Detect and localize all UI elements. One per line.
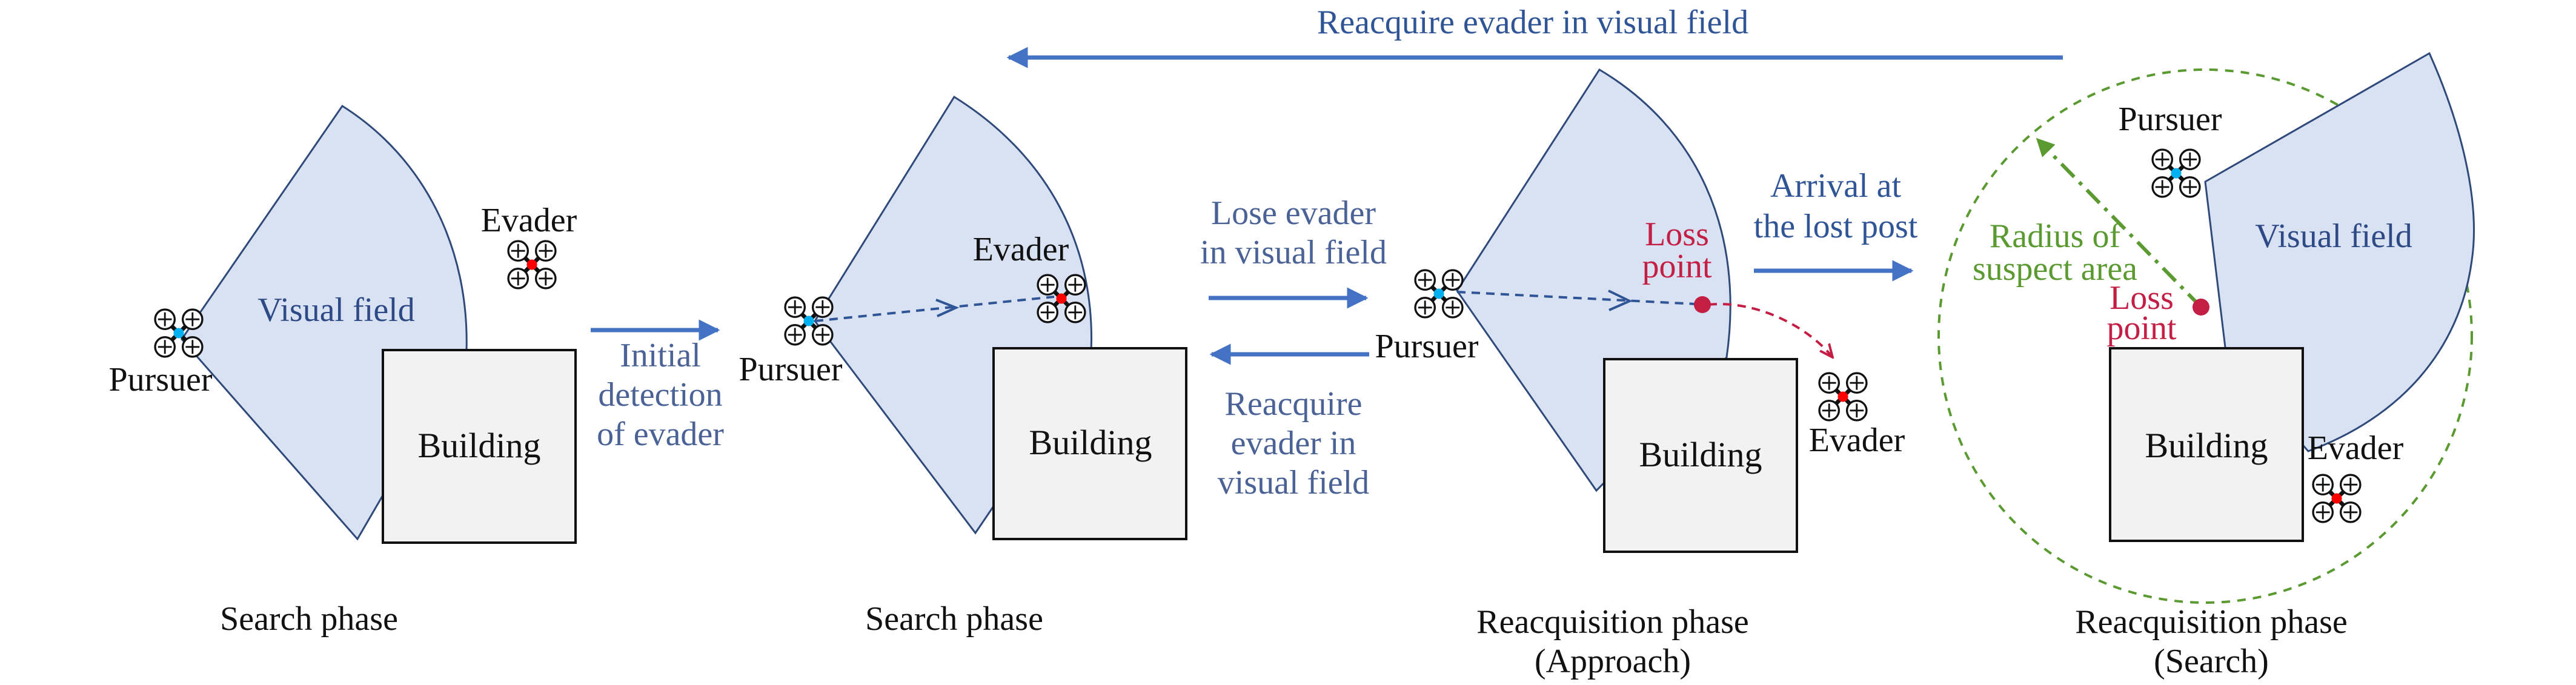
- panel-2-caption: Search phase: [865, 600, 1043, 638]
- lose-evader-line2: in visual field: [1200, 234, 1387, 271]
- initial-detection-line3: of evader: [597, 415, 724, 453]
- reacquire-line3: visual field: [1218, 464, 1369, 501]
- evader-label: Evader: [2308, 429, 2404, 467]
- radius-label-line1: Radius of: [1990, 217, 2121, 255]
- building-label: Building: [417, 426, 540, 465]
- loss-point-line1: Loss: [1645, 216, 1709, 253]
- radius-label-line2: suspect area: [1973, 250, 2137, 288]
- line-of-sight: [814, 296, 1055, 322]
- panel-3: Building Pursuer Evader Loss point Reacq…: [1375, 68, 1905, 680]
- pursuer-label: Pursuer: [1375, 328, 1478, 365]
- building: [2109, 347, 2304, 542]
- loss-point-marker: [1694, 296, 1711, 313]
- pursuer-drone-icon: [155, 309, 202, 357]
- evader-drone-icon: [2313, 475, 2360, 522]
- panel-3-caption-line1: Reacquisition phase: [1476, 603, 1748, 641]
- suspect-area-circle: [1937, 68, 2473, 604]
- line-of-sight-arrowhead: [1608, 290, 1633, 311]
- building-label: Building: [1639, 435, 1762, 474]
- loss-point-marker: [2193, 299, 2209, 316]
- line-of-sight-arrowhead: [935, 299, 960, 317]
- initial-detection-line2: detection: [598, 376, 722, 414]
- evader-escape-path: [1708, 303, 1833, 357]
- visual-field-label: Visual field: [2255, 217, 2412, 255]
- pursuer-label: Pursuer: [108, 361, 212, 399]
- building-label: Building: [1029, 423, 1152, 462]
- pursuer-drone-icon: [2153, 150, 2200, 197]
- line-of-sight: [1456, 291, 1697, 305]
- pursuer-drone-icon: [1415, 270, 1462, 317]
- loss-point-line2: point: [1642, 248, 1712, 285]
- building: [1603, 358, 1798, 553]
- radius-line: [2036, 137, 2203, 309]
- panel-1-caption: Search phase: [220, 600, 398, 638]
- arrival-line1: Arrival at: [1770, 167, 1902, 205]
- panel-4-caption-line1: Reacquisition phase: [2075, 603, 2347, 641]
- building: [992, 347, 1187, 540]
- evader-label: Evader: [1809, 422, 1905, 459]
- evader-label: Evader: [973, 231, 1069, 268]
- visual-field-label: Visual field: [257, 291, 414, 329]
- top-arrow-label: Reacquire evader in visual field: [1317, 4, 1748, 41]
- panel-3-caption-line2: (Approach): [1535, 643, 1691, 680]
- evader-drone-icon: [1819, 373, 1867, 420]
- pursuer-label: Pursuer: [739, 351, 842, 388]
- panel-4-caption-line2: (Search): [2154, 643, 2269, 680]
- evader-label: Evader: [481, 202, 577, 239]
- pursuer-drone-icon: [785, 297, 832, 345]
- evader-drone-icon: [1038, 275, 1085, 322]
- pursuer-label: Pursuer: [2118, 101, 2222, 138]
- reacquire-line2: evader in: [1231, 425, 1356, 462]
- panel-1: Building Visual field Pursuer Evader Sea…: [108, 104, 577, 638]
- initial-detection-line1: Initial: [620, 337, 701, 374]
- arrival-line2: the lost post: [1754, 208, 1918, 245]
- building-label: Building: [2145, 426, 2268, 465]
- evader-drone-icon: [508, 241, 556, 288]
- loss-point-line1: Loss: [2110, 279, 2174, 317]
- reacquire-line1: Reacquire: [1225, 385, 1363, 423]
- panel-4: Building Visual field Pursuer Evader Rad…: [1937, 51, 2475, 680]
- panel-2: Building Pursuer Evader Search phase: [739, 95, 1187, 638]
- lose-evader-line1: Lose evader: [1211, 194, 1376, 232]
- loss-point-line2: point: [2106, 309, 2177, 347]
- building: [382, 349, 577, 544]
